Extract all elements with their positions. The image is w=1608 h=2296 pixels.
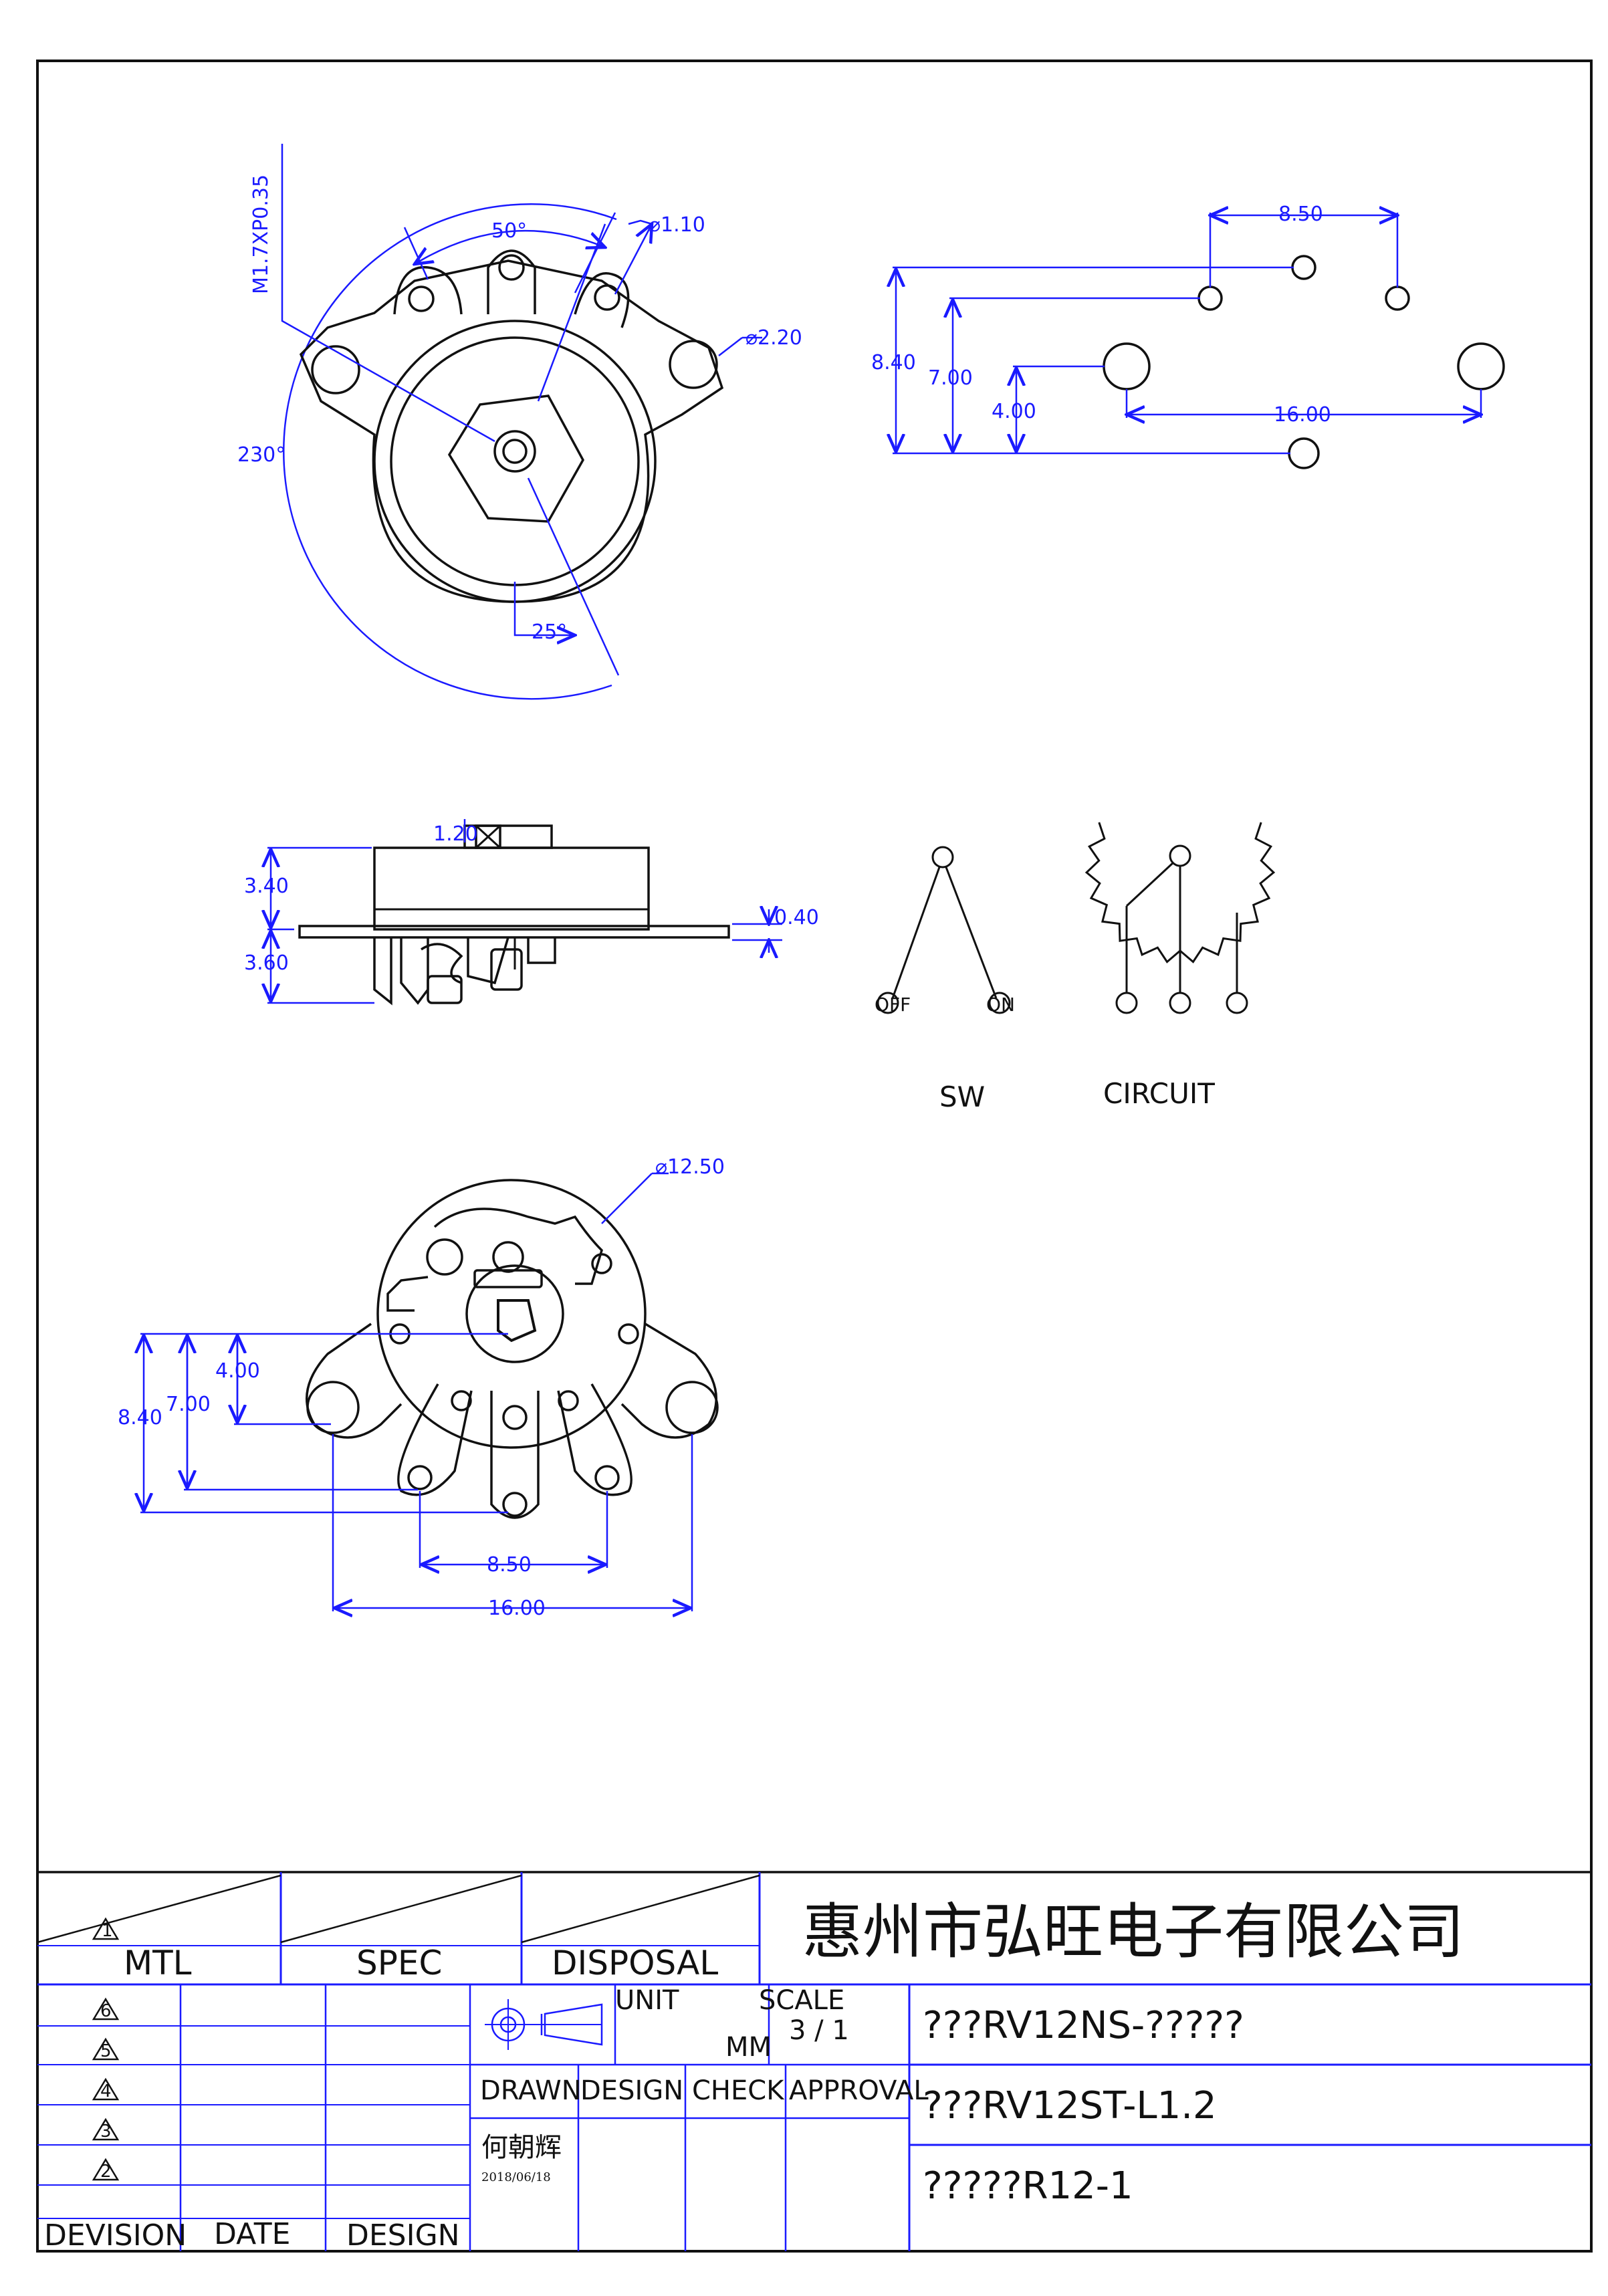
- unit-value: MM: [725, 2032, 772, 2063]
- rev-mark-3: 3: [100, 2121, 112, 2142]
- unit-label: UNIT: [615, 1985, 679, 2016]
- switch-off-label: OFF: [875, 994, 911, 1016]
- rev-mark-1: 1: [102, 1921, 113, 1941]
- drawn-label: DRAWN: [480, 2075, 582, 2106]
- angle-25-label: 25°: [532, 620, 567, 644]
- angle-50-label: 50°: [491, 219, 527, 243]
- design-header: DESIGN: [346, 2218, 460, 2253]
- circuit-title: CIRCUIT: [1103, 1077, 1215, 1110]
- pin-dim-850: 8.50: [1278, 203, 1323, 226]
- title-line-3: ?????R12-1: [923, 2164, 1133, 2208]
- date-header: DATE: [214, 2217, 290, 2251]
- check-label: CHECK: [692, 2075, 785, 2106]
- revision-header: DEVISION: [44, 2218, 187, 2253]
- side-view: 1.20 3.40 3.60 0.40: [244, 819, 819, 1006]
- bottom-dim-840: 8.40: [118, 1406, 162, 1429]
- switch-symbol: OFF ON SW: [875, 846, 1015, 1113]
- pin-dim-840: 8.40: [871, 351, 916, 374]
- bottom-dia-label: ⌀12.50: [655, 1155, 725, 1179]
- spec-label: SPEC: [356, 1944, 442, 1982]
- rev-mark-5: 5: [100, 2041, 112, 2061]
- side-dim-120: 1.20: [433, 822, 478, 846]
- drawer-name: 何朝辉: [481, 2132, 562, 2163]
- design-label: DESIGN: [580, 2075, 683, 2106]
- scale-value: 3 / 1: [789, 2015, 849, 2046]
- bottom-dim-400: 4.00: [215, 1359, 260, 1383]
- title-line-1: ???RV12NS-?????: [923, 2004, 1244, 2047]
- pin-layout: 8.50 8.40 7.00 4.00 16.00: [871, 203, 1505, 469]
- bottom-view: ⌀12.50 4.00 7.00 8.40 8.50 16.00: [118, 1155, 725, 1620]
- rev-mark-6: 6: [100, 2001, 112, 2021]
- hole-large-label: ⌀2.20: [745, 326, 802, 350]
- disposal-label: DISPOSAL: [552, 1944, 718, 1982]
- company-name: 惠州市弘旺电子有限公司: [802, 1897, 1464, 1967]
- title-block: 1 MTL SPEC DISPOSAL 惠州市弘旺电子有限公司 6 5 4 3 …: [37, 1871, 1591, 2253]
- switch-on-label: ON: [986, 994, 1015, 1016]
- title-line-2: ???RV12ST-L1.2: [923, 2084, 1217, 2128]
- sheet-border: [36, 60, 1593, 2253]
- rev-mark-4: 4: [100, 2081, 112, 2101]
- circuit-symbol: CIRCUIT: [1084, 822, 1276, 1110]
- switch-title: SW: [939, 1080, 985, 1113]
- bottom-dim-850: 8.50: [487, 1553, 532, 1577]
- projection-symbol: [485, 1999, 603, 2050]
- pin-dim-700: 7.00: [928, 366, 973, 390]
- side-dim-360: 3.60: [244, 951, 289, 975]
- approval-label: APPROVAL: [789, 2075, 929, 2106]
- top-view: M1.7XP0.35 50° ⌀1.10 ⌀2.20 230° 25°: [237, 144, 802, 700]
- hole-small-label: ⌀1.10: [649, 213, 705, 237]
- pin-dim-400: 4.00: [992, 400, 1036, 423]
- drawing-date: 2018/06/18: [481, 2170, 551, 2184]
- rev-mark-2: 2: [100, 2162, 112, 2182]
- side-dim-340: 3.40: [244, 875, 289, 898]
- thread-label: M1.7XP0.35: [249, 175, 273, 294]
- scale-label: SCALE: [759, 1985, 844, 2016]
- side-dim-040: 0.40: [774, 906, 819, 929]
- pin-dim-1600: 16.00: [1274, 403, 1331, 427]
- bottom-dim-1600: 16.00: [488, 1597, 546, 1620]
- bottom-dim-700: 7.00: [166, 1393, 211, 1416]
- mtl-label: MTL: [124, 1944, 192, 1982]
- angle-230-label: 230°: [237, 443, 285, 467]
